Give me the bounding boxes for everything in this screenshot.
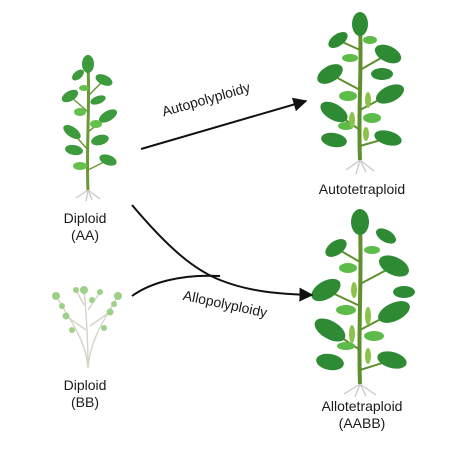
allotetraploid-label: Allotetraploid (AABB) — [300, 398, 424, 432]
diploid-aa-plant — [61, 55, 118, 202]
autopolyploidy-arrow — [140, 97, 308, 150]
allotetraploid-plant — [311, 209, 415, 398]
diploid-aa-genome: (AA) — [71, 227, 99, 243]
diploid-bb-name: Diploid — [63, 377, 107, 393]
allotetraploid-genome: (AABB) — [338, 415, 386, 431]
bb-to-allo-arrow — [131, 274, 221, 297]
allotetraploid-name: Allotetraploid — [321, 398, 403, 414]
diploid-bb-plant — [52, 286, 122, 369]
diploid-aa-label: Diploid (AA) — [45, 210, 125, 244]
aa-to-allo-arrow — [131, 204, 314, 302]
diploid-bb-genome: (BB) — [71, 394, 99, 410]
autotetraploid-name: Autotetraploid — [318, 181, 406, 197]
diploid-bb-label: Diploid (BB) — [45, 377, 125, 411]
diploid-aa-name: Diploid — [63, 210, 107, 226]
autotetraploid-label: Autotetraploid — [300, 181, 424, 198]
autotetraploid-plant — [317, 12, 405, 175]
